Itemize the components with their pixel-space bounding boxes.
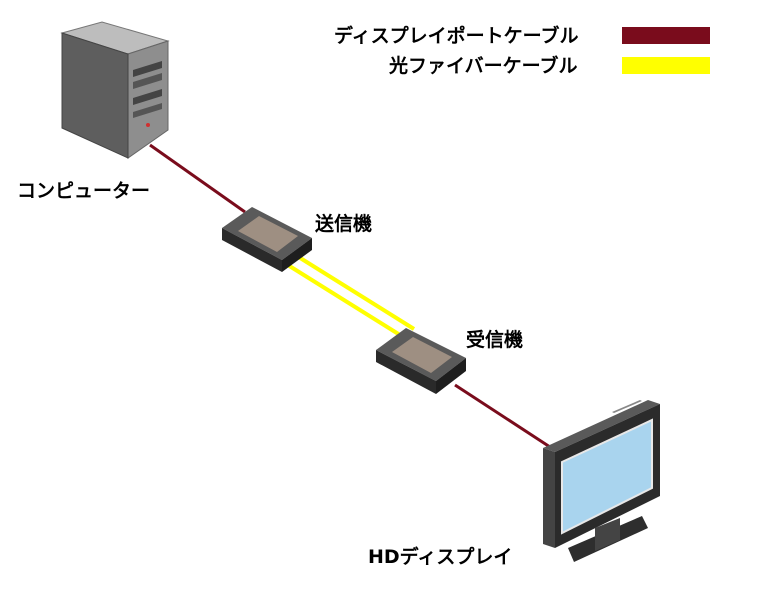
- legend-label-displayport: ディスプレイポートケーブル: [334, 25, 579, 47]
- display-label: HDディスプレイ: [368, 546, 513, 568]
- fiber-cable-1: [281, 260, 402, 337]
- legend-swatch-displayport: [622, 27, 710, 44]
- monitor-icon: [543, 400, 660, 562]
- receiver-label: 受信機: [466, 329, 524, 351]
- displayport-cable-display: [454, 383, 551, 449]
- transmitter-label: 送信機: [315, 213, 373, 235]
- computer-label: コンピューター: [17, 180, 151, 202]
- computer-tower-icon: [60, 21, 170, 159]
- displayport-cable-computer: [149, 143, 246, 214]
- legend-label-fiber: 光ファイバーケーブル: [389, 55, 578, 77]
- legend-swatch-fiber: [622, 57, 710, 74]
- transmitter-box-icon: [222, 207, 312, 272]
- fiber-cable-2: [295, 254, 416, 331]
- receiver-box-icon: [376, 328, 466, 394]
